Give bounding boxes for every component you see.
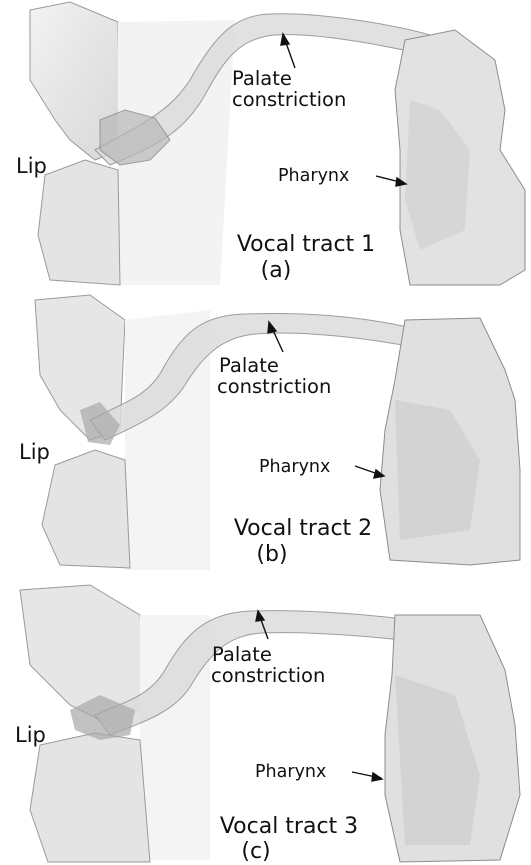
pharynx-label: Pharynx	[278, 166, 349, 187]
panel-title: Vocal tract 3	[204, 815, 374, 839]
lip-label: Lip	[15, 725, 46, 746]
palate-label-line2: constriction	[232, 90, 346, 110]
lip-label: Lip	[16, 156, 47, 177]
pharynx-arrow-c	[352, 772, 382, 781]
panel-letter: (b)	[252, 543, 292, 567]
palate-arrow-a	[281, 34, 295, 68]
panel-c: Lip Palate constriction Pharynx Vocal tr…	[0, 575, 531, 865]
panel-title: Vocal tract 2	[218, 517, 388, 541]
panel-b: Lip Palate constriction Pharynx Vocal tr…	[0, 290, 531, 575]
lip-label: Lip	[19, 442, 50, 463]
panel-title: Vocal tract 1	[221, 233, 391, 257]
panel-letter: (c)	[236, 840, 276, 864]
palate-label-line2: constriction	[217, 377, 331, 397]
palate-label-line2: constriction	[211, 666, 325, 686]
pharynx-arrow-b	[355, 466, 384, 478]
panel-a: Lip Palate constriction Pharynx Vocal tr…	[0, 0, 531, 290]
palate-label-line1: Palate	[219, 356, 279, 376]
pharynx-label: Pharynx	[259, 457, 330, 478]
panel-letter: (a)	[256, 259, 296, 283]
pharynx-label: Pharynx	[255, 762, 326, 783]
palate-label-line1: Palate	[232, 69, 292, 89]
palate-label-line1: Palate	[212, 645, 272, 665]
